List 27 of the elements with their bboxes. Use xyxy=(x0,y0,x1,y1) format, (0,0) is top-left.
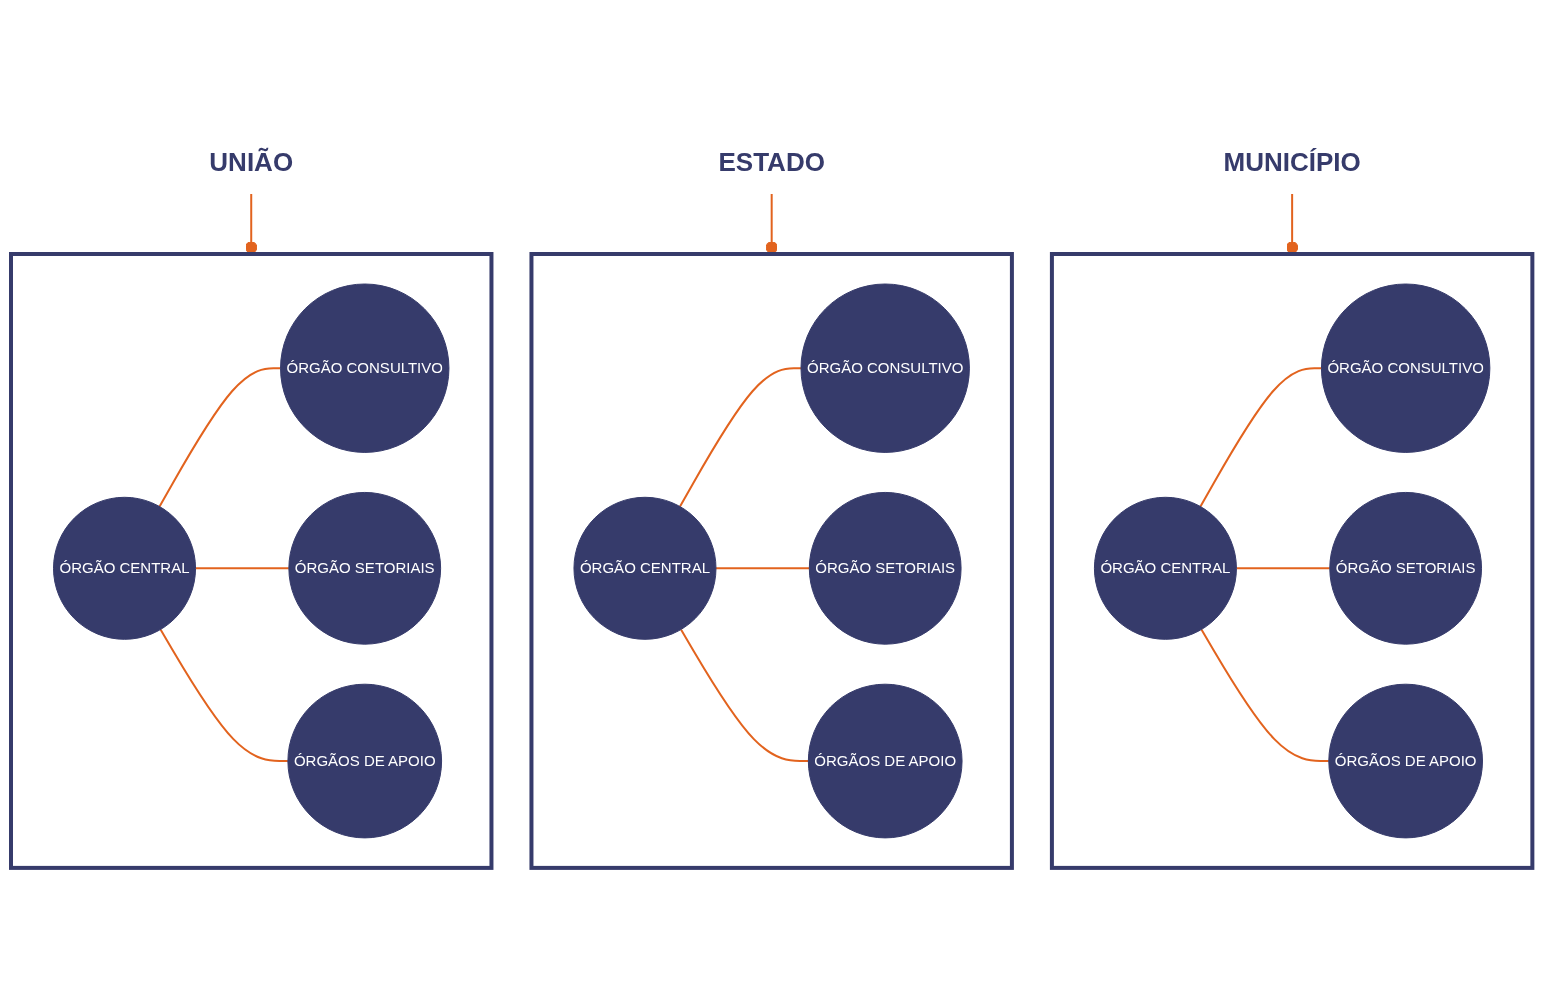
node-circle xyxy=(573,496,717,640)
node-circle xyxy=(800,283,971,453)
node-circle xyxy=(1321,283,1491,453)
connector xyxy=(679,366,803,508)
node-circle xyxy=(287,683,443,838)
connector xyxy=(158,366,282,508)
node-circle xyxy=(1094,496,1238,640)
cluster xyxy=(529,251,1015,870)
cluster xyxy=(1050,251,1535,870)
connector xyxy=(194,566,291,569)
node-text: UNIÃO xyxy=(209,146,294,177)
node-text: ESTADO xyxy=(718,146,826,177)
connector xyxy=(159,628,290,762)
connector xyxy=(1199,366,1323,508)
node-circle xyxy=(1329,491,1483,645)
connector xyxy=(1200,628,1331,762)
connector xyxy=(1235,566,1332,569)
node-circle xyxy=(53,496,197,640)
node-circle xyxy=(1328,683,1484,838)
node-circle xyxy=(809,491,962,645)
node-circle xyxy=(280,283,450,453)
node-text: MUNICÍPIO xyxy=(1223,146,1362,177)
connector xyxy=(680,628,810,762)
connector xyxy=(715,566,811,569)
node-circle xyxy=(288,491,442,645)
cluster xyxy=(9,251,494,870)
node-circle xyxy=(808,683,963,838)
